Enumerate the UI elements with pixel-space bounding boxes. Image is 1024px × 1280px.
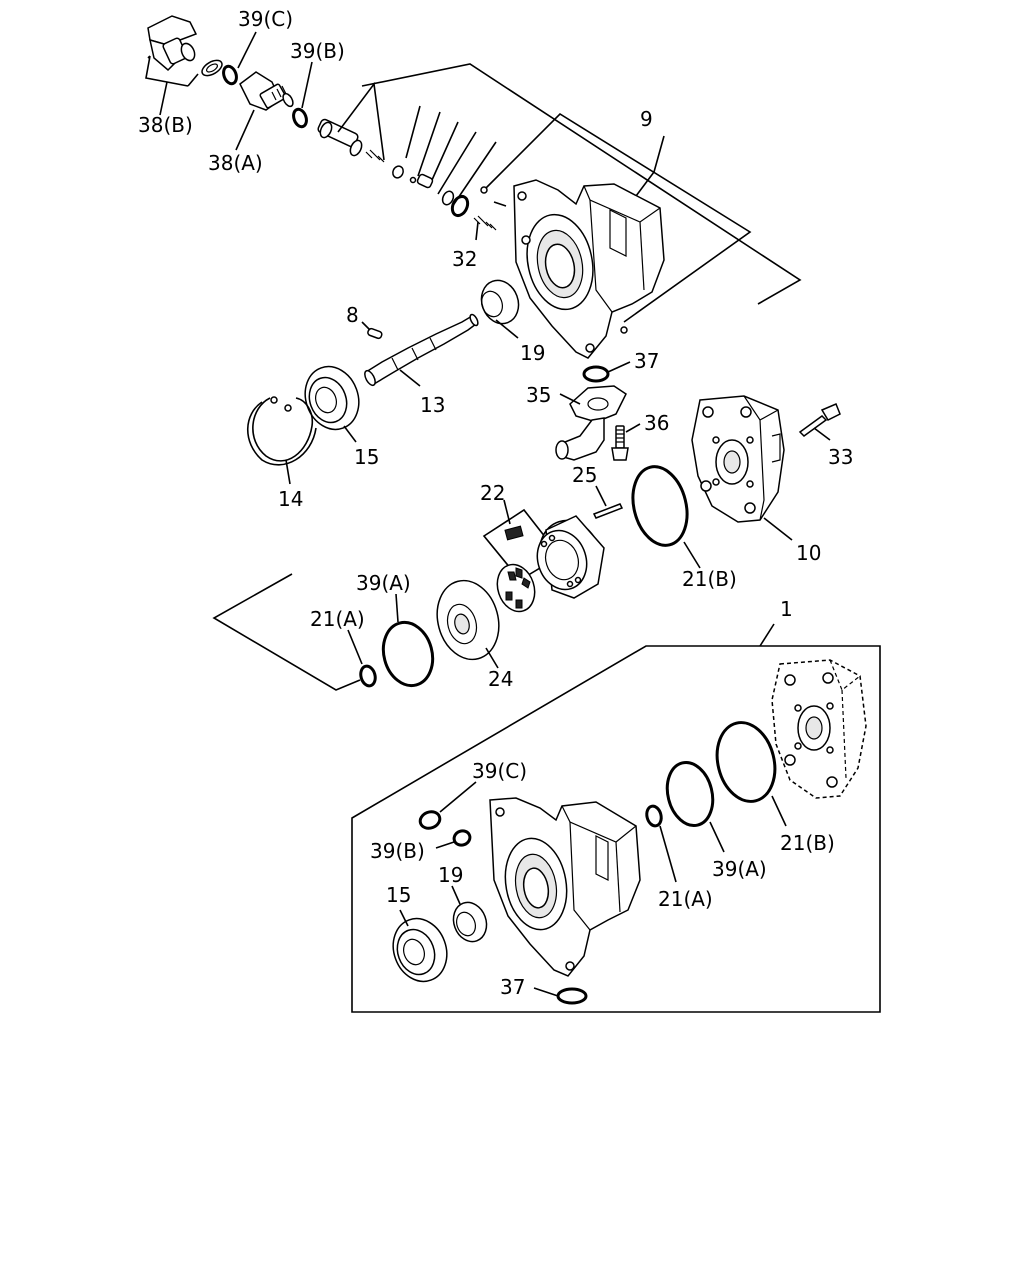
leader-21a-top [347,629,363,665]
label-39a-kit: 39(A) [712,857,767,881]
label-15-top: 15 [354,445,379,469]
shaft-13 [364,313,479,387]
kit-box [351,645,881,1013]
bolt-36 [611,425,629,461]
leader-lines-9 [337,63,802,323]
pump-body-9 [513,179,665,359]
leader-24 [485,647,499,669]
label-19-kit: 19 [438,863,463,887]
label-32: 32 [452,247,477,271]
oring-21b-top [631,465,689,547]
label-39b-kit: 39(B) [370,839,425,863]
label-21b-top: 21(B) [682,567,737,591]
label-1: 1 [780,597,793,621]
leader-21a-kit [659,825,677,883]
bolt-33 [798,403,841,437]
label-39b-top: 39(B) [290,39,345,63]
leader-15-kit [399,909,409,927]
label-38b: 38(B) [138,113,193,137]
bearing-15-top [304,365,360,431]
oring-39c-top [222,64,238,86]
label-8: 8 [346,303,359,327]
leader-37-kit [533,987,559,997]
label-21a-kit: 21(A) [658,887,713,911]
leader-35 [559,393,581,405]
label-37-top: 37 [634,349,659,373]
oring-37-kit [556,987,588,1005]
elbow-35 [555,385,627,461]
side-plate-24 [436,579,500,661]
fitting-38b [147,15,223,77]
label-21a-top: 21(A) [310,607,365,631]
leader-36 [625,423,641,433]
pin-25 [592,503,624,519]
oring-39b-top [292,107,308,129]
bearing-19-top [480,279,520,325]
oring-37-top [582,365,610,383]
cover-10 [691,395,785,523]
oring-39b-kit [452,829,472,847]
label-19-top: 19 [520,341,545,365]
oring-21b-kit [715,721,777,803]
vane-22 [504,525,524,541]
label-21b-kit: 21(B) [780,831,835,855]
bracket-lower-left [212,573,361,691]
leader-39b-kit [435,841,455,849]
label-35: 35 [526,383,551,407]
snap-ring-14 [247,396,317,466]
kit-cover [771,659,867,799]
label-39c-top: 39(C) [238,7,293,31]
leader-37-top [607,361,631,373]
kit-pump-body [489,797,641,977]
leader-33 [813,427,831,441]
oring-21a-kit [645,804,663,828]
leader-39a-top [395,593,399,623]
leader-lines-shaft [285,221,519,485]
leader-lines-38 [145,31,313,151]
label-39c-kit: 39(C) [472,759,527,783]
leader-21b-kit [771,795,787,827]
leader-21b-top [683,541,701,569]
label-13: 13 [420,393,445,417]
label-9: 9 [640,107,653,131]
label-14: 14 [278,487,303,511]
oring-39c-kit [418,810,442,830]
leader-10 [763,517,793,541]
key-8 [367,327,383,340]
leader-39c-kit [439,781,477,813]
label-15-kit: 15 [386,883,411,907]
leader-25 [595,485,607,507]
label-33: 33 [828,445,853,469]
label-25: 25 [572,463,597,487]
leader-19-kit [451,885,461,905]
kit-bearing-15 [392,917,448,983]
label-38a: 38(A) [208,151,263,175]
fitting-38a [239,71,294,111]
oring-39a-top [381,620,435,688]
label-10: 10 [796,541,821,565]
label-39a-top: 39(A) [356,571,411,595]
kit-bearing-19 [452,901,488,943]
label-36: 36 [644,411,669,435]
leader-1 [759,623,775,647]
leader-39a-kit [709,821,725,853]
valve-parts [317,118,497,231]
oring-21a-top [359,664,377,688]
rotor [496,563,536,613]
label-22: 22 [480,481,505,505]
oring-39a-kit [665,760,715,828]
cam-ring [536,515,605,599]
label-37-kit: 37 [500,975,525,999]
label-24: 24 [488,667,513,691]
